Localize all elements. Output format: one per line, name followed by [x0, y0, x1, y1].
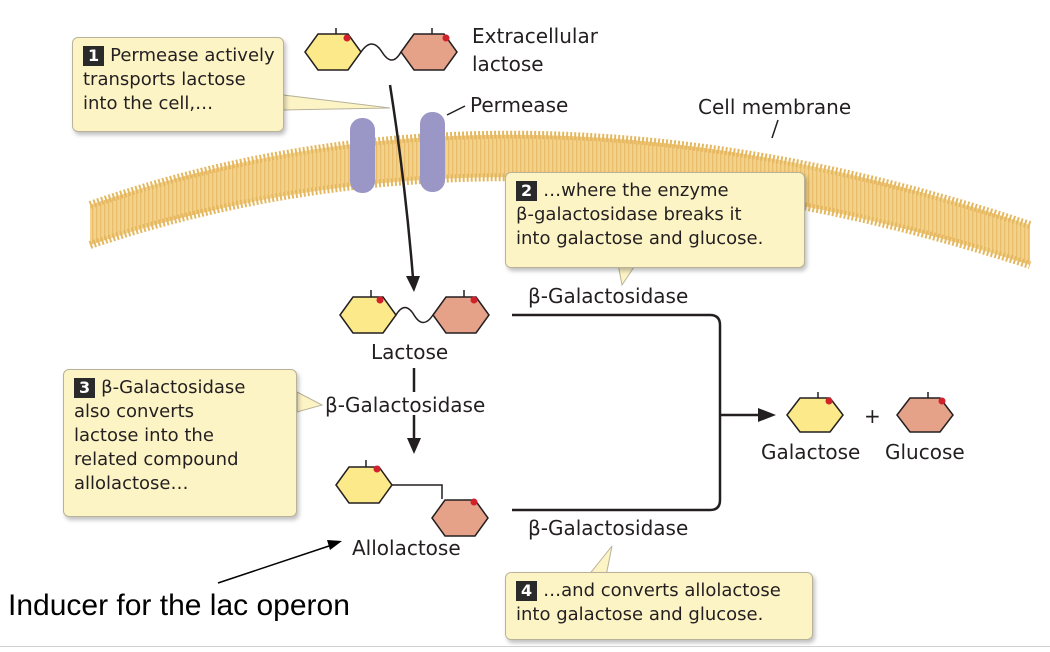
callout-4: 4…and converts allolactose into galactos…: [505, 572, 813, 640]
callout-3-line-4: related compound: [74, 449, 239, 470]
callout-2-line-1: …where the enzyme: [543, 180, 729, 201]
inducer-annotation: Inducer for the lac operon: [8, 589, 350, 622]
callout-2-line-3: into galactose and glucose.: [516, 228, 764, 249]
callout-4-line-1: …and converts allolactose: [543, 580, 781, 601]
callout-3-line-5: allolactose…: [74, 473, 189, 494]
plus-sign: +: [864, 404, 881, 428]
callout-3-pointer: [296, 391, 324, 413]
extracellular-label-2: lactose: [472, 52, 544, 76]
transport-arrow: [388, 84, 415, 279]
lactose-label: Lactose: [371, 340, 449, 364]
inducer-arrow: [217, 544, 333, 584]
pathway-bracket: [512, 313, 722, 512]
callout-1-line-1: Permease actively: [110, 45, 275, 66]
step-badge-1: 1: [83, 46, 105, 66]
beta-galactosidase-label-top: β-Galactosidase: [528, 284, 689, 308]
galactose-label: Galactose: [761, 440, 861, 464]
callout-2-line-2: β-galactosidase breaks it: [516, 204, 742, 225]
permease-channel: [350, 112, 445, 193]
step-badge-4: 4: [516, 581, 538, 601]
extracellular-label-1: Extracellular: [472, 24, 598, 48]
beta-galactosidase-label-bottom: β-Galactosidase: [528, 516, 689, 540]
glucose-molecule: [896, 392, 954, 433]
callout-3-line-1: β-Galactosidase: [101, 377, 246, 398]
step-badge-3: 3: [74, 378, 96, 398]
callout-3-line-3: lactose into the: [74, 425, 214, 446]
callout-1-line-3: into the cell,…: [83, 93, 214, 114]
allolactose-label: Allolactose: [352, 536, 461, 560]
permease-label: Permease: [470, 93, 569, 117]
allolactose-molecule: [335, 460, 489, 537]
extracellular-lactose-molecule: [304, 28, 458, 71]
glucose-label: Glucose: [885, 440, 965, 464]
permease-pointer: [446, 105, 466, 116]
bottom-divider: [0, 646, 1050, 647]
beta-galactosidase-label-mid: β-Galactosidase: [325, 393, 486, 417]
galactose-molecule: [786, 392, 844, 433]
lactose-molecule: [339, 290, 490, 334]
callout-1-line-2: transports lactose: [83, 69, 246, 90]
callout-4-line-2: into galactose and glucose.: [516, 604, 764, 625]
step-badge-2: 2: [516, 181, 538, 201]
callout-3-line-2: also converts: [74, 401, 195, 422]
callout-2: 2…where the enzyme β-galactosidase break…: [505, 172, 805, 268]
callout-1-pointer: [282, 94, 391, 111]
membrane-pointer: [771, 119, 779, 139]
cell-membrane-label: Cell membrane: [698, 95, 852, 119]
